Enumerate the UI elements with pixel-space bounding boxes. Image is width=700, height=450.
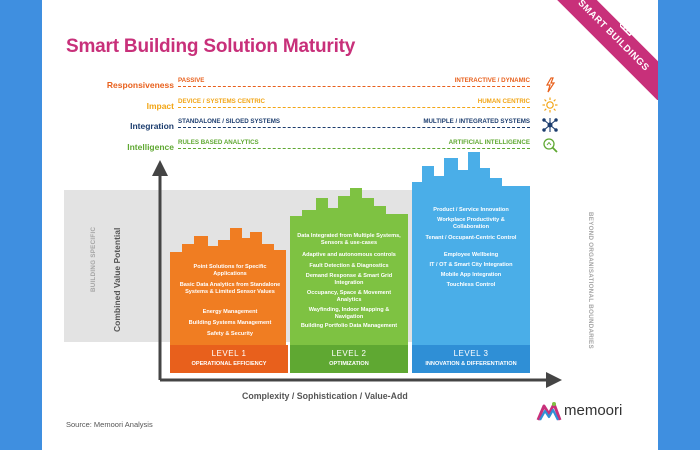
level-2-item: Fault Detection & Diagnostics	[309, 263, 389, 269]
lightning-hand-icon	[545, 77, 556, 93]
level-2-item: Occupancy, Space & Movement Analytics	[306, 290, 392, 303]
level-1-subtitle: OPERATIONAL EFFICIENCY	[191, 361, 267, 367]
level-2-item: Wayfinding, Indoor Mapping & Navigation	[308, 307, 390, 320]
sun-people-icon	[542, 97, 558, 113]
level-1-name: LEVEL 1	[211, 349, 247, 358]
level-3-item: Touchless Control	[446, 282, 496, 288]
level-3-bar	[412, 345, 530, 373]
level-2-item: Data Integrated from Multiple Systems, S…	[297, 233, 401, 246]
building-grid-icon	[620, 12, 642, 36]
level-3-skyline	[412, 152, 530, 345]
row-label: Responsiveness	[106, 80, 174, 90]
row-left-text: RULES BASED ANALYTICS	[178, 139, 259, 146]
row-label: Intelligence	[127, 142, 174, 152]
page-title: Smart Building Solution Maturity	[66, 36, 356, 57]
x-axis-arrowhead	[546, 372, 562, 388]
level-2-item: Building Portfolio Data Management	[300, 323, 398, 329]
level-1-bar	[170, 345, 288, 373]
row-label: Integration	[130, 121, 174, 131]
row-left-text: DEVICE / SYSTEMS CENTRIC	[178, 98, 265, 105]
level-1-skyline	[170, 228, 286, 345]
row-right-text: ARTIFICIAL INTELLIGENCE	[448, 139, 530, 146]
corner-banner: SMART BUILDINGS	[538, 0, 658, 100]
level-2-subtitle: OPTIMIZATION	[329, 361, 369, 367]
level-1-item: Basic Data Analytics from Standalone Sys…	[179, 282, 281, 295]
level-2-bar	[290, 345, 408, 373]
level-3-item: Tenant / Occupant-Centric Control	[425, 235, 517, 241]
level-3-item: Employee Wellbeing	[443, 252, 499, 258]
level-1-item: Point Solutions for Specific Application…	[193, 264, 267, 277]
row-line	[178, 107, 530, 108]
level-2-item: Demand Response & Smart Grid Integration	[305, 273, 393, 286]
ai-search-icon	[543, 138, 558, 153]
row-label: Impact	[146, 101, 174, 111]
row-right-text: INTERACTIVE / DYNAMIC	[454, 77, 530, 84]
level-1-item: Energy Management	[202, 309, 258, 315]
row-line	[178, 86, 530, 87]
level-1-item: Building Systems Management	[188, 320, 272, 326]
level-3-name: LEVEL 3	[453, 349, 489, 358]
memoori-logo-icon	[536, 402, 562, 421]
row-line	[178, 127, 530, 128]
skyline-svg	[152, 152, 562, 388]
level-2-name: LEVEL 2	[331, 349, 367, 358]
level-3-item: Mobile App Integration	[440, 272, 502, 278]
y-axis-arrowhead	[152, 160, 168, 176]
row-right-text: MULTIPLE / INTEGRATED SYSTEMS	[423, 118, 530, 125]
level-3-item: Product / Service Innovation	[433, 207, 509, 213]
level-2-skyline	[290, 188, 408, 345]
level-2-item: Adaptive and autonomous controls	[302, 252, 396, 258]
source-note: Source: Memoori Analysis	[66, 420, 153, 429]
row-left-text: PASSIVE	[178, 77, 205, 84]
infographic-card: Smart Building Solution Maturity SMART B…	[42, 0, 658, 450]
level-3-item: IT / OT & Smart City Integration	[429, 262, 513, 268]
row-right-text: HUMAN CENTRIC	[477, 98, 530, 105]
level-3-item: Workplace Productivity & Collaboration	[437, 217, 505, 230]
y-axis-label: Combined Value Potential	[112, 227, 122, 332]
level-3-subtitle: INNOVATION & DIFFERENTIATION	[425, 361, 517, 367]
row-line	[178, 148, 530, 149]
x-axis-label: Complexity / Sophistication / Value-Add	[242, 391, 408, 401]
level-1-item: Safety & Security	[206, 331, 253, 337]
row-left-text: STANDALONE / SILOED SYSTEMS	[178, 118, 280, 125]
memoori-logo-text: memoori	[564, 402, 623, 419]
network-icon	[542, 118, 558, 132]
